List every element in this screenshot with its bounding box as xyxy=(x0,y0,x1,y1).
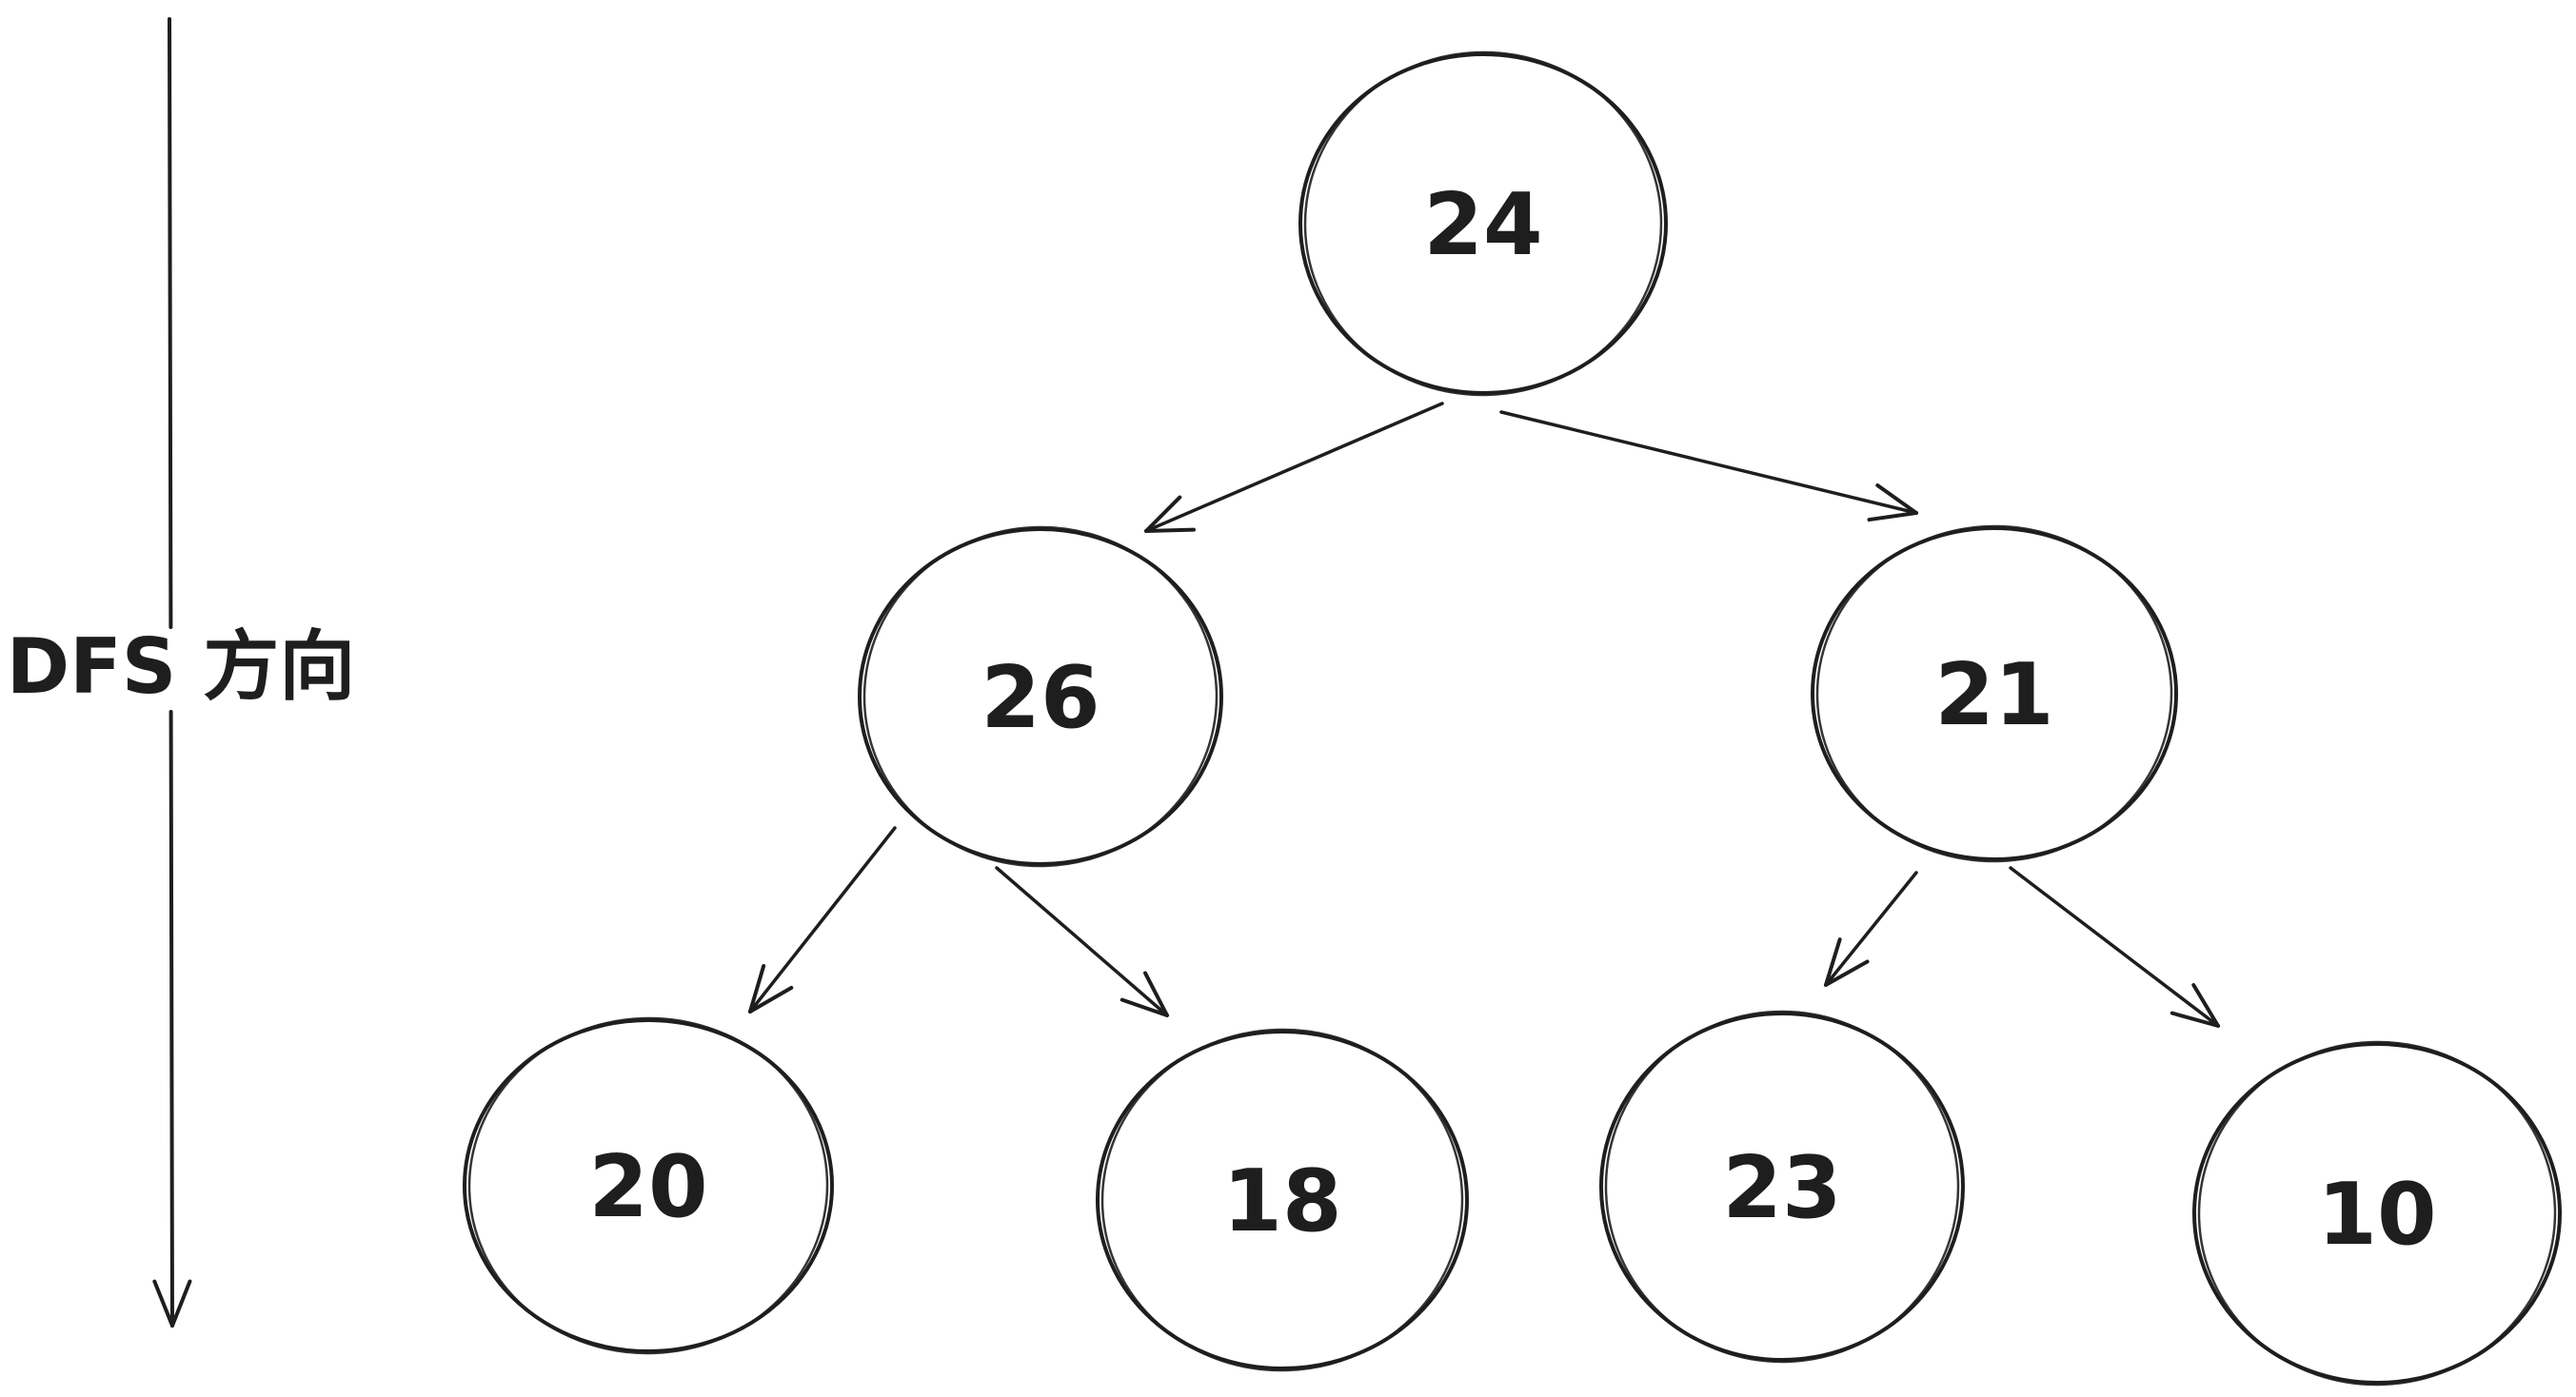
edge-24-21 xyxy=(1499,410,1918,522)
dfs-arrow-shaft-top xyxy=(168,17,173,629)
node-value: 18 xyxy=(1222,1151,1341,1251)
node-circle xyxy=(1298,52,1668,395)
node-circle-sketch-stroke xyxy=(467,1016,829,1355)
arrowhead-icon xyxy=(1824,937,1842,987)
edge-26-20 xyxy=(748,826,897,1013)
arrowhead-icon xyxy=(1875,483,1918,515)
arrowhead-icon xyxy=(1143,971,1169,1017)
edge-24-26 xyxy=(1144,402,1444,533)
arrowhead-icon xyxy=(1144,495,1182,533)
node-value: 24 xyxy=(1423,175,1542,275)
edge-line xyxy=(1499,410,1918,515)
arrowhead-icon xyxy=(1144,527,1196,533)
tree-node-20: 20 xyxy=(463,1016,834,1355)
dfs-arrow-shaft-bottom xyxy=(168,710,174,1328)
node-circle-sketch-stroke xyxy=(2197,1040,2557,1387)
arrowhead-icon xyxy=(1867,511,1918,522)
arrowhead-icon xyxy=(2191,983,2220,1028)
node-circle xyxy=(1096,1030,1469,1370)
node-circle xyxy=(858,527,1223,866)
dfs-direction-label: DFS 方向 xyxy=(7,622,356,711)
node-value: 23 xyxy=(1722,1138,1841,1238)
dfs-direction-arrow xyxy=(152,17,192,1328)
arrowhead-icon xyxy=(2170,1011,2220,1028)
tree-node-26: 26 xyxy=(858,525,1223,868)
node-circle-sketch-stroke xyxy=(1815,524,2173,863)
arrowhead-icon xyxy=(748,964,766,1013)
edge-21-23 xyxy=(1824,871,1918,987)
edge-line xyxy=(2009,866,2220,1028)
tree-node-24: 24 xyxy=(1298,50,1668,397)
arrowhead-icon xyxy=(1824,959,1870,987)
edge-line xyxy=(1824,871,1918,987)
node-circle xyxy=(2192,1042,2562,1385)
edge-line xyxy=(1144,402,1444,533)
node-circle xyxy=(1811,526,2178,861)
node-circle xyxy=(463,1018,834,1353)
node-value: 10 xyxy=(2317,1165,2436,1265)
node-value: 26 xyxy=(981,648,1100,748)
tree-node-21: 21 xyxy=(1811,524,2178,863)
arrowhead-icon xyxy=(1120,997,1169,1017)
tree-node-23: 23 xyxy=(1599,1010,1965,1364)
node-circle-sketch-stroke xyxy=(1100,1028,1464,1372)
edge-line xyxy=(748,826,897,1013)
arrowhead-icon xyxy=(152,1279,174,1328)
tree-node-18: 18 xyxy=(1096,1028,1469,1372)
node-value: 20 xyxy=(588,1137,707,1237)
arrowhead-icon xyxy=(170,1279,192,1328)
tree-node-10: 10 xyxy=(2192,1040,2562,1387)
edge-26-18 xyxy=(995,866,1169,1017)
node-circle-sketch-stroke xyxy=(862,525,1219,868)
node-circle xyxy=(1599,1012,1965,1362)
arrowhead-icon xyxy=(748,985,794,1013)
node-circle-sketch-stroke xyxy=(1604,1010,1960,1364)
edge-21-10 xyxy=(2009,866,2220,1028)
node-circle-sketch-stroke xyxy=(1303,50,1663,397)
edge-line xyxy=(995,866,1169,1017)
node-value: 21 xyxy=(1934,645,2053,745)
